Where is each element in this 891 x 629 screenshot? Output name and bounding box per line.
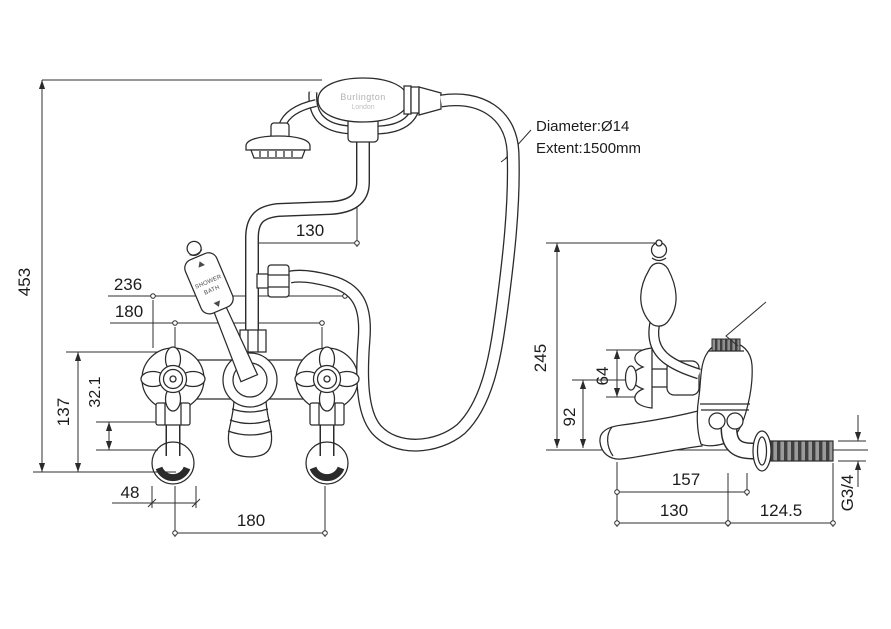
shower-hose xyxy=(288,93,520,452)
diverter-lever: SHOWER BATH xyxy=(184,240,259,383)
front-view-dimensions: 453 137 32.1 236 180 130 48 xyxy=(15,79,641,537)
front-view: Burlington London SHOWER xyxy=(140,77,520,485)
dim-124-5: 124.5 xyxy=(760,501,803,520)
hose-cone xyxy=(418,86,442,116)
lever-label-bath: BATH xyxy=(203,285,220,297)
dim-overall-height-front: 453 xyxy=(15,268,34,296)
dim-137: 137 xyxy=(54,398,73,426)
screw-leader-line xyxy=(725,301,767,347)
dim-157: 157 xyxy=(672,470,700,489)
side-nut-front xyxy=(708,412,726,430)
wall-flange-side xyxy=(752,430,772,472)
dim-32-1: 32.1 xyxy=(87,376,104,407)
dim-64: 64 xyxy=(593,367,612,386)
side-outlet-pipe xyxy=(720,427,773,460)
dim-thread-size: G3/4 xyxy=(838,475,857,512)
side-spout xyxy=(599,409,703,460)
dim-hose-offset: 130 xyxy=(296,221,324,240)
top-screw xyxy=(708,301,767,352)
bath-spout xyxy=(227,398,273,458)
riser-tube xyxy=(245,140,370,352)
cold-cross-handle xyxy=(294,346,360,412)
dim-130-side: 130 xyxy=(660,501,688,520)
hose-connector xyxy=(256,264,290,298)
threaded-tail xyxy=(769,440,834,462)
dim-overall-height-side: 245 xyxy=(531,344,550,372)
wall-elbow-left xyxy=(151,402,195,485)
hot-cross-handle xyxy=(140,346,206,412)
hose-note-extent: Extent:1500mm xyxy=(536,140,641,157)
brand-name: Burlington xyxy=(340,92,386,102)
brand-city: London xyxy=(351,104,374,111)
hose-note-diameter: Diameter:Ø14 xyxy=(536,118,629,135)
shower-handset: Burlington London xyxy=(317,77,442,123)
wall-elbow-right xyxy=(305,402,349,485)
side-view xyxy=(599,239,834,472)
dim-92: 92 xyxy=(560,408,579,427)
side-nut-back xyxy=(726,412,744,430)
riser-nut xyxy=(239,329,267,353)
dim-handle-centres: 180 xyxy=(115,302,143,321)
dim-inlet-centres: 180 xyxy=(237,511,265,530)
side-cross-handle xyxy=(624,347,700,409)
side-view-dimensions: 245 64 92 157 130 124.5 G3/4 xyxy=(531,242,868,527)
dim-flange-48: 48 xyxy=(121,483,140,502)
side-lever-handle xyxy=(640,239,701,380)
dim-236: 236 xyxy=(114,275,142,294)
shower-head xyxy=(245,99,317,159)
